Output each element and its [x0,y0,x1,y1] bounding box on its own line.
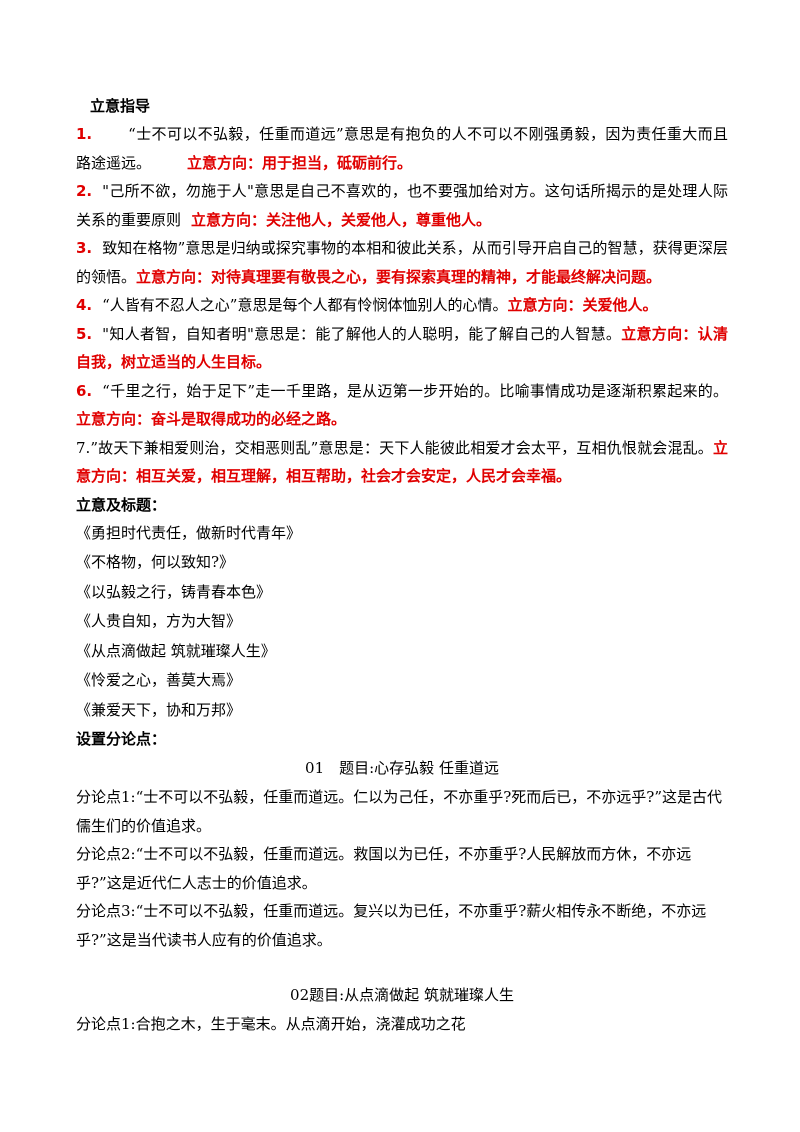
item-number: 4. [76,296,93,314]
title-item: 《人贵自知，方为大智》 [76,612,242,630]
guide-item-5: 5. "知人者智，自知者明"意思是：能了解他人的人聪明，能了解自己的人智慧。立意方… [76,320,728,377]
item-number: 6. [76,381,93,400]
item-text: 致知在格物”意思是归纳或探究事物的本相和彼此关系，从而引导开启自己的智慧，获得更… [76,239,728,286]
item-direction: 立意方向：奋斗是取得成功的必经之路。 [76,410,347,428]
item-text: "己所不欲，勿施于人"意思是自己不喜欢的，也不要强加给对方。这句话所揭示的是处理… [76,182,728,229]
item-number: 7. [76,438,91,457]
item-number: 1. [76,125,93,143]
item-text: “千里之行，始于足下”走一千里路，是从迈第一步开始的。比喻事情成功是逐渐积累起来… [102,381,728,400]
guide-item-1: 1.“士不可以不弘毅，任重而道远”意思是有抱负的人不可以不刚强勇毅，因为责任重大… [76,120,728,177]
title-item: 《勇担时代责任，做新时代青年》 [76,523,302,542]
guide-heading: 立意指导 [90,97,151,115]
title-item: 《以弘毅之行，铸青春本色》 [76,582,272,601]
item-text: "知人者智，自知者明"意思是：能了解他人的人聪明，能了解自己的人智慧。 [102,324,622,343]
item-text: “士不可以不弘毅，任重而道远”意思是有抱负的人不可以不刚强勇毅，因为责任重大而且… [76,125,728,172]
guide-item-3: 3.致知在格物”意思是归纳或探究事物的本相和彼此关系，从而引导开启自己的智慧，获… [76,234,728,291]
topic-1-point-3: 分论点3:“士不可以不弘毅，任重而道远。复兴以为已任，不亦重乎?薪火相传永不断绝… [76,902,707,949]
topic-2-title: 02题目:从点滴做起 筑就璀璨人生 [290,986,514,1004]
titles-heading: 立意及标题： [76,495,167,514]
document-page: 立意指导 1.“士不可以不弘毅，任重而道远”意思是有抱负的人不可以不刚强勇毅，因… [76,92,728,1039]
item-direction: 立意方向：相互关爱，相互理解，相互帮助，社会才会安定，人民才会幸福。 [76,438,728,486]
item-direction: 立意方向：关注他人，关爱他人，尊重他人。 [191,210,492,229]
guide-item-6: 6. “千里之行，始于足下”走一千里路，是从迈第一步开始的。比喻事情成功是逐渐积累… [76,377,728,434]
guide-item-7: 7.”故天下兼相爱则治，交相恶则乱”意思是：天下人能彼此相爱才会太平，互相仇恨就… [76,434,728,491]
item-direction: 立意方向：关爱他人。 [507,296,658,314]
item-text: “人皆有不忍人之心”意思是每个人都有怜悯体恤别人的心情。 [102,296,508,314]
item-number: 3. [76,239,93,257]
section-gap [76,954,728,980]
item-number: 5. [76,324,93,343]
guide-item-4: 4. “人皆有不忍人之心”意思是每个人都有怜悯体恤别人的心情。立意方向：关爱他人。 [76,291,728,320]
points-heading: 设置分论点： [76,730,167,748]
topic-1-point-1: 分论点1:“士不可以不弘毅，任重而道远。仁以为己任，不亦重乎?死而后已，不亦远乎… [76,788,723,835]
title-item: 《怜爱之心，善莫大焉》 [76,671,242,689]
item-direction: 立意方向：用于担当，砥砺前行。 [187,153,413,172]
title-item: 《兼爱天下，协和万邦》 [76,700,242,719]
title-item: 《不格物，何以致知?》 [76,553,235,571]
item-direction: 立意方向：认清自我，树立适当的人生目标。 [76,324,728,372]
topic-1-title: 01 题目:心存弘毅 任重道远 [305,759,499,777]
item-direction: 立意方向：对待真理要有敬畏之心，要有探索真理的精神，才能最终解决问题。 [136,267,662,286]
guide-item-2: 2."己所不欲，勿施于人"意思是自己不喜欢的，也不要强加给对方。这句话所揭示的是… [76,177,728,234]
item-number: 2. [76,182,93,200]
item-text: ”故天下兼相爱则治，交相恶则乱”意思是：天下人能彼此相爱才会太平，互相仇恨就会混… [90,438,713,457]
title-item: 《从点滴做起 筑就璀璨人生》 [76,641,276,660]
topic-1-point-2: 分论点2:“士不可以不弘毅，任重而道远。救国以为已任，不亦重乎?人民解放而方休，… [76,845,692,892]
topic-2-point-1: 分论点1:合抱之木，生于毫末。从点滴开始，浇灌成功之花 [76,1015,466,1033]
